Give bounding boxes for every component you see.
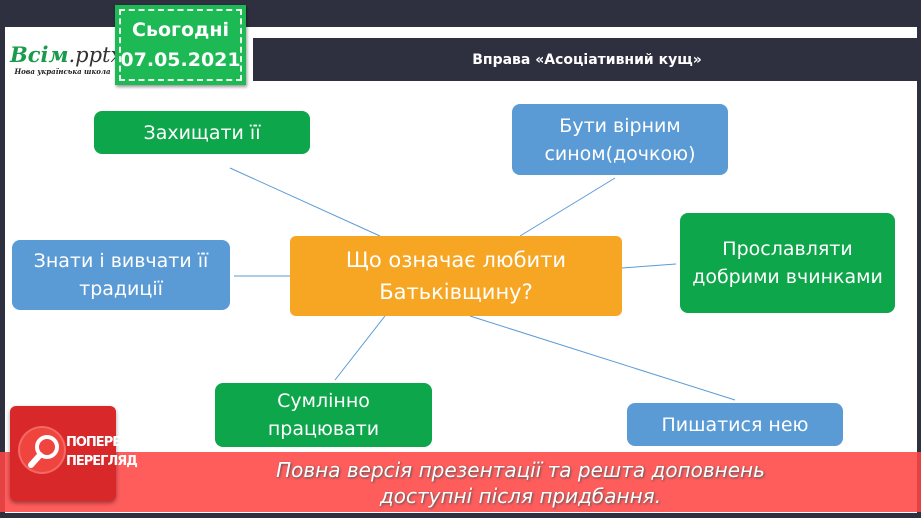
logo-ext: .pptx: [68, 43, 123, 67]
node-work: Сумлінно працювати: [215, 383, 432, 447]
slide-title: Вправа «Асоціативний кущ»: [253, 38, 921, 81]
node-know: Знати і вивчати її традиції: [12, 240, 230, 310]
date-label: Сьогодні: [132, 19, 229, 41]
logo-subtitle: Нова українська школа: [14, 67, 111, 76]
preview-banner: Повна версія презентації та решта доповн…: [0, 452, 921, 512]
badge-line1: ПОПЕРЕДНІЙ: [66, 435, 155, 450]
node-proud: Пишатися нею: [627, 403, 843, 446]
logo-brand: Всім: [10, 42, 69, 67]
preview-line1: Повна версія презентації та решта доповн…: [276, 458, 765, 482]
node-faithful: Бути вірним сином(дочкою): [512, 104, 728, 175]
magnifier-icon: [18, 426, 66, 474]
preview-line2: доступні після придбання.: [379, 484, 662, 508]
node-protect: Захищати її: [94, 111, 310, 154]
badge-line2: ПЕРЕГЛЯД: [66, 454, 138, 469]
date-value: 07.05.2021: [120, 49, 241, 71]
logo: Всім.pptx Нова українська школа: [10, 42, 122, 76]
node-glorify: Прославляти добрими вчинками: [680, 213, 895, 313]
preview-badge: ПОПЕРЕДНІЙ ПЕРЕГЛЯД: [10, 406, 155, 501]
date-tag: Сьогодні 07.05.2021: [115, 5, 246, 85]
center-question: Що означає любити Батьківщину?: [290, 236, 622, 316]
